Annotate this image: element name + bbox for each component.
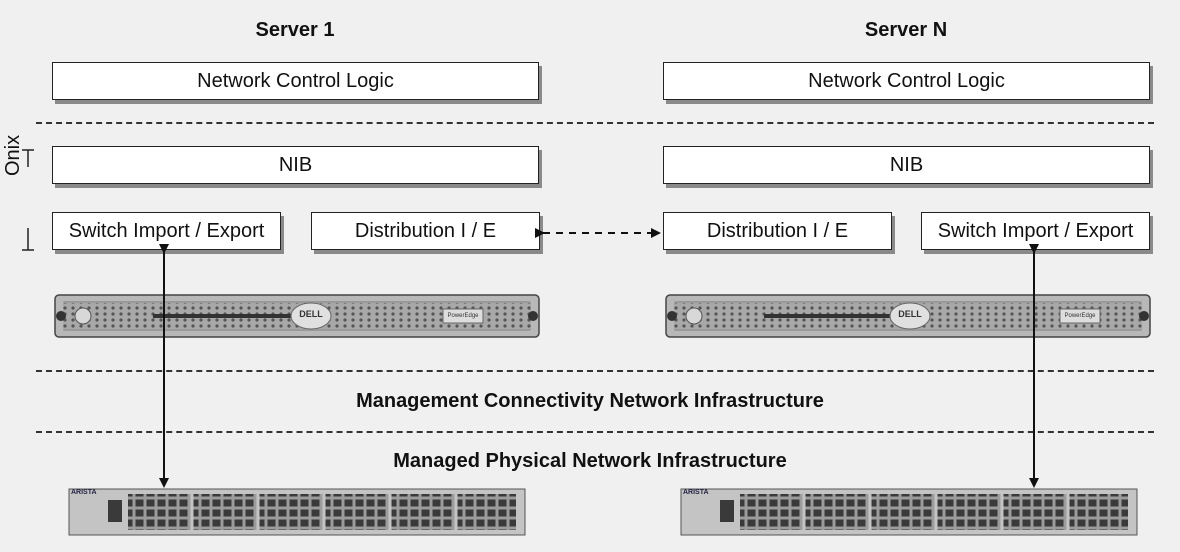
management-band-label: Management Connectivity Network Infrastr… — [356, 390, 824, 412]
onix-label: Onix — [2, 134, 24, 176]
switch-1-brand-logo: ARISTA — [71, 489, 97, 496]
server-1-model-label: PowerEdge — [447, 313, 479, 319]
server-1-control-logic-box: Network Control Logic — [52, 62, 539, 100]
separator-bottom — [36, 431, 1154, 433]
server-1-nib-box: NIB — [52, 146, 539, 184]
server-1-switch-import-export-box: Switch Import / Export — [52, 212, 281, 250]
switch-n — [680, 488, 1138, 536]
server-n-title: Server N — [864, 19, 948, 41]
switch-n-brand-logo: ARISTA — [683, 489, 709, 496]
server-1-rack-unit — [54, 294, 540, 338]
server-n-model-label: PowerEdge — [1064, 313, 1096, 319]
separator-top — [36, 122, 1154, 124]
server-1-distribution-ie-box: Distribution I / E — [311, 212, 540, 250]
server-1-brand-logo: DELL — [299, 309, 323, 319]
server-n-nib-box: NIB — [663, 146, 1150, 184]
server-n-control-logic-box: Network Control Logic — [663, 62, 1150, 100]
separator-middle — [36, 370, 1154, 372]
server-1-title: Server 1 — [255, 19, 335, 41]
server-n-distribution-ie-box: Distribution I / E — [663, 212, 892, 250]
physical-band-label: Managed Physical Network Infrastructure — [393, 450, 787, 472]
switch-1 — [68, 488, 526, 536]
server-n-brand-logo: DELL — [898, 309, 922, 319]
server-n-switch-import-export-box: Switch Import / Export — [921, 212, 1150, 250]
